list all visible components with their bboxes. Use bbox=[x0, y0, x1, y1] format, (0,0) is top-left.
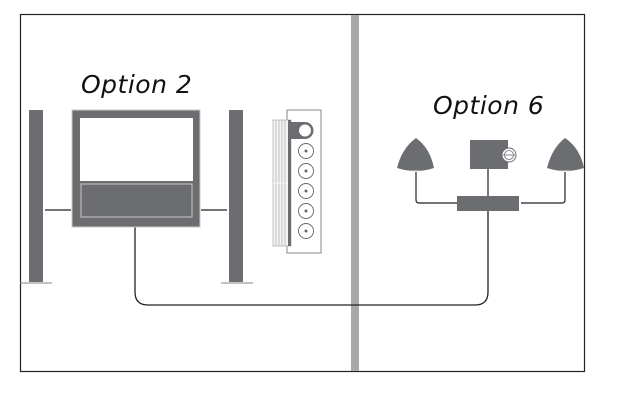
option-2-label: Option 2 bbox=[81, 70, 193, 99]
television-icon bbox=[71, 109, 201, 228]
diagram-frame bbox=[19, 13, 586, 373]
left-floor-speaker-icon bbox=[20, 110, 52, 284]
left-satellite-speaker-icon bbox=[397, 138, 434, 172]
amplifier-hub-icon bbox=[457, 196, 519, 211]
option-6-label: Option 6 bbox=[433, 91, 545, 120]
right-satellite-speaker-icon bbox=[547, 138, 584, 172]
room-divider-wall bbox=[351, 15, 359, 371]
left-satellite-cable bbox=[415, 172, 457, 204]
link-cable bbox=[134, 127, 489, 306]
music-system-icon bbox=[272, 109, 322, 254]
right-floor-speaker-icon bbox=[221, 110, 253, 284]
right-satellite-cable bbox=[521, 172, 566, 204]
link-device-icon bbox=[470, 140, 517, 169]
